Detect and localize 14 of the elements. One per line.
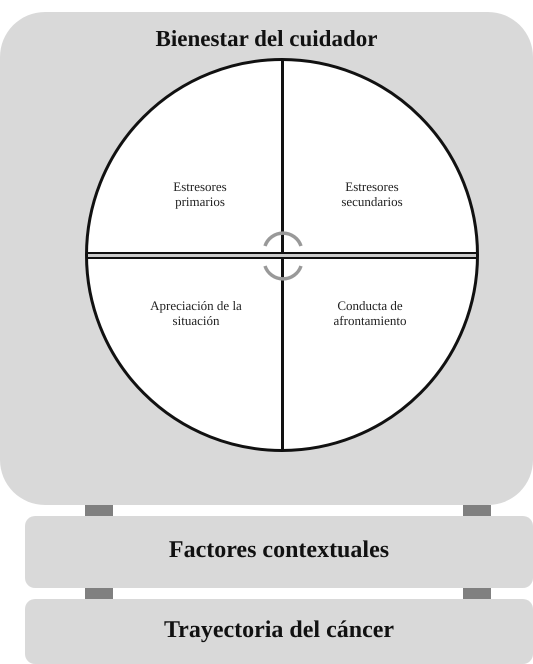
quadrant-label: Conducta de afrontamiento: [332, 298, 408, 328]
heading: Bienestar del cuidador: [154, 26, 378, 52]
quadrant-label: Apreciación de la situación: [149, 298, 243, 328]
quadrant-label: Estresores primarios: [172, 179, 228, 209]
context-band: [25, 516, 533, 588]
heading: Trayectoria del cáncer: [162, 616, 396, 644]
connector-strut: [85, 588, 113, 599]
heading: Factores contextuales: [168, 537, 390, 564]
connector-strut: [463, 505, 491, 516]
trajectory-band: [25, 599, 533, 664]
connector-strut: [85, 505, 113, 516]
quadrant-label: Estresores secundarios: [340, 179, 404, 209]
connector-strut: [463, 588, 491, 599]
outer-panel: [0, 12, 533, 505]
